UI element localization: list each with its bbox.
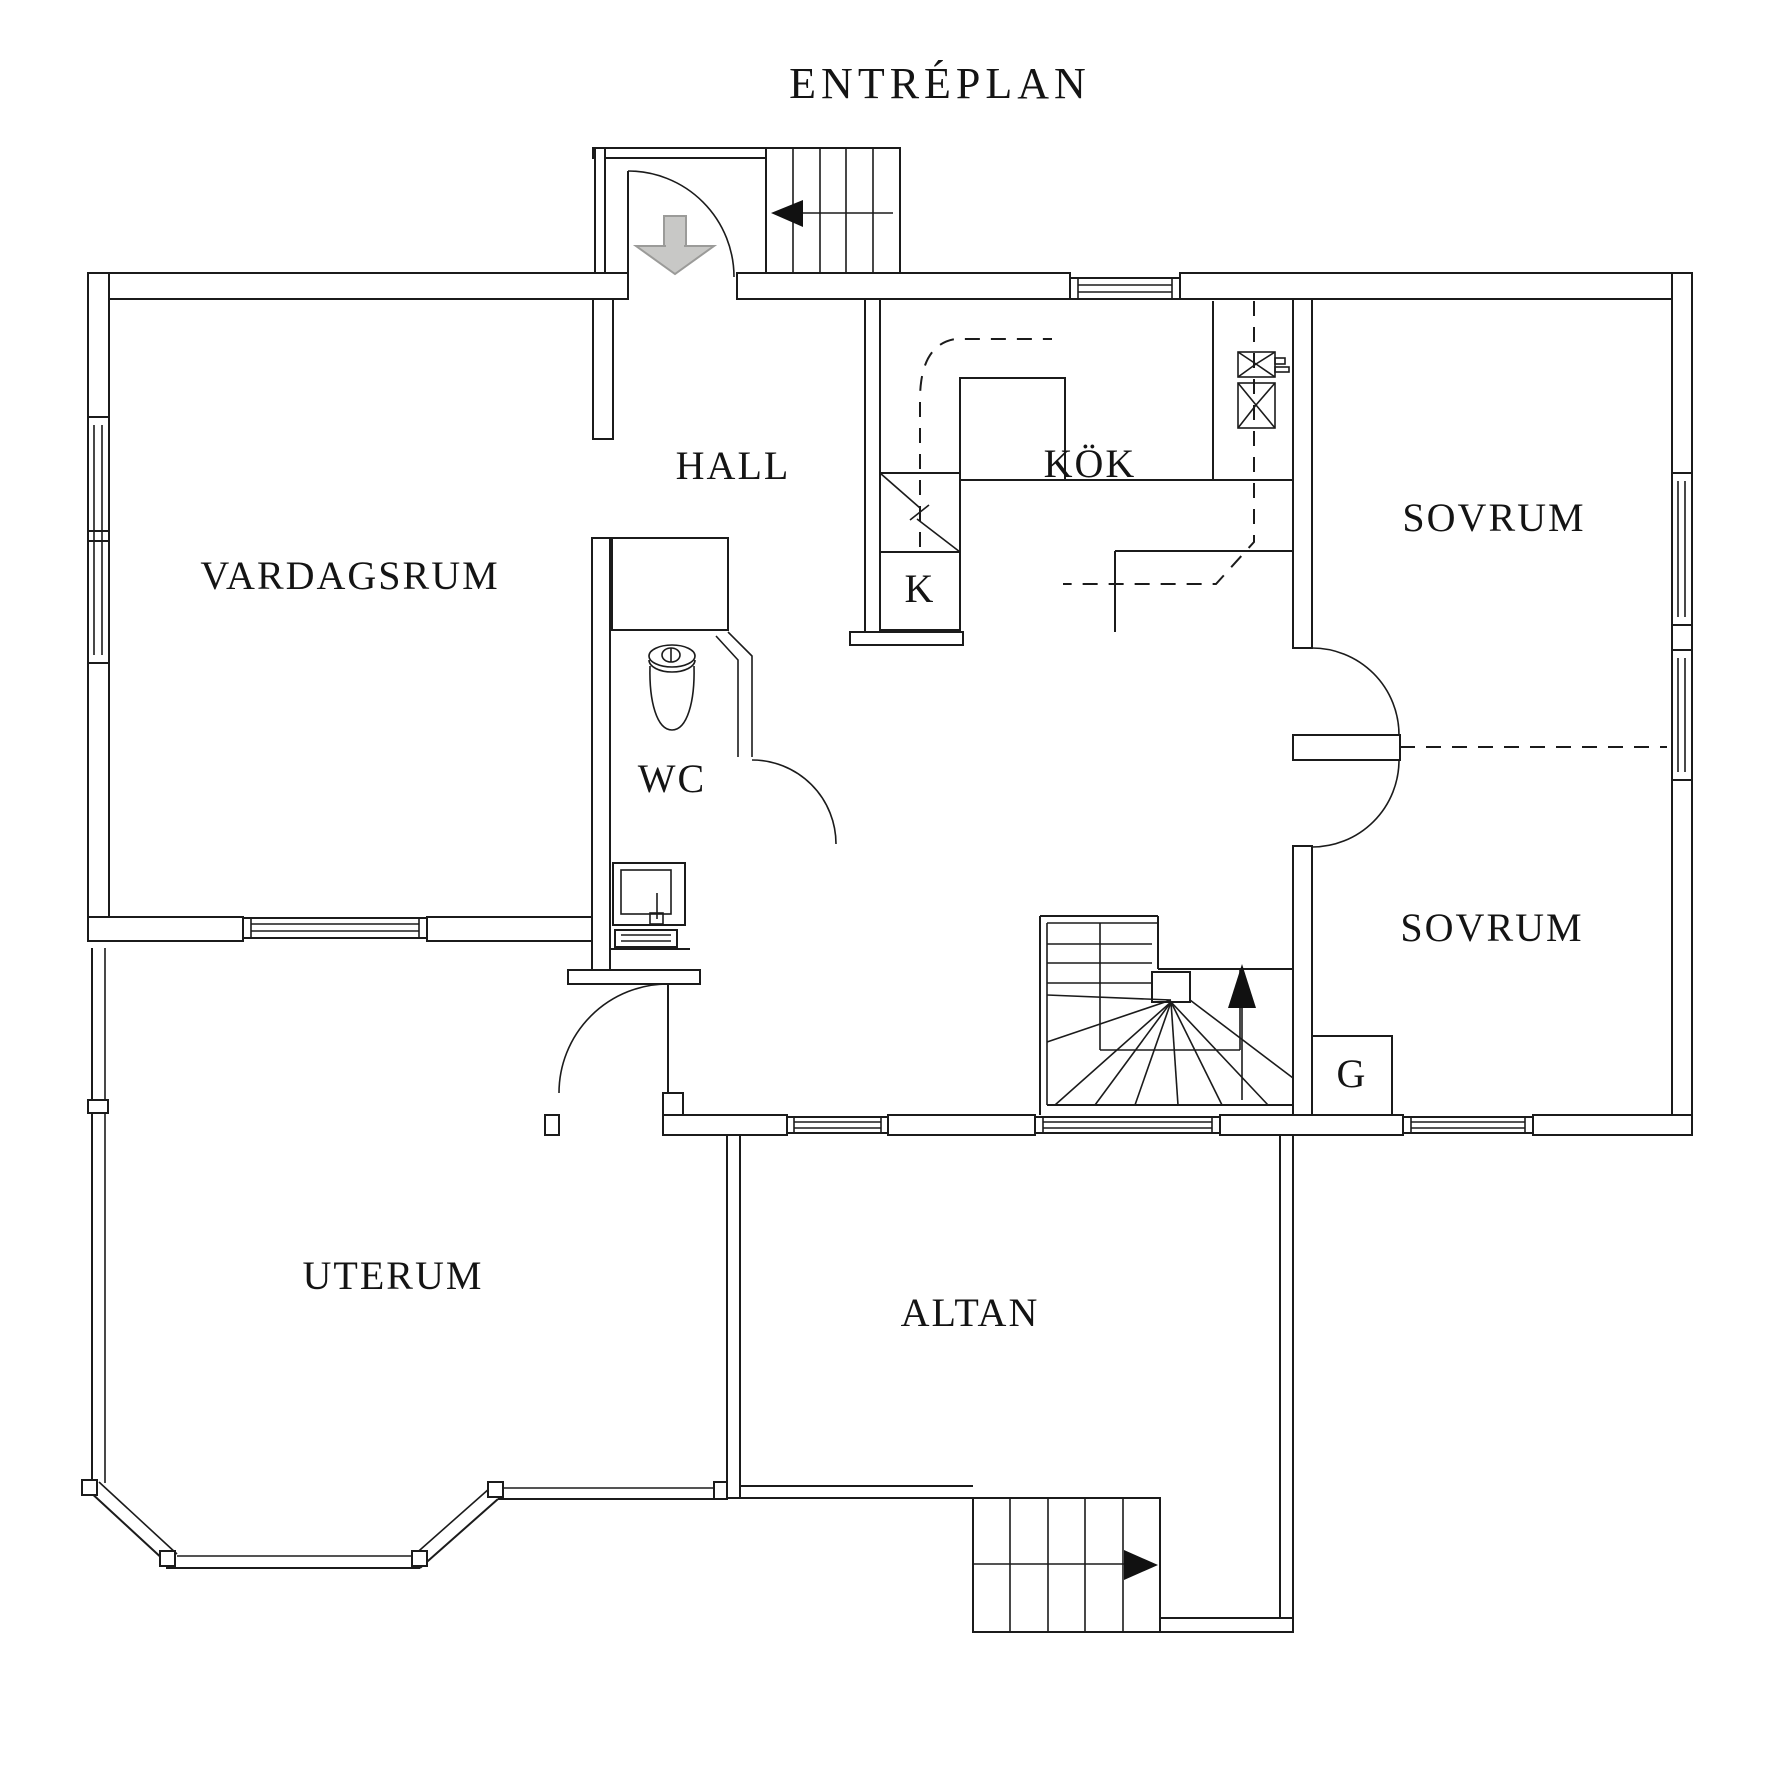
wall-wc-south — [567, 969, 701, 985]
terrace-stairs-arrow-icon — [1124, 1550, 1158, 1580]
entry-stairs-arrow-icon — [771, 200, 803, 227]
interior-walls — [567, 298, 1667, 1116]
wall-top-right — [1179, 272, 1693, 300]
wall-hall-bedroom-lower — [1292, 845, 1313, 1116]
bathroom — [610, 537, 753, 950]
terrace-east-wall — [1279, 1134, 1294, 1633]
wall-hall-living — [592, 298, 614, 440]
cabinets-dashed-right — [1063, 301, 1255, 585]
glazing-post — [713, 1481, 728, 1500]
door-bedroom2 — [1311, 759, 1400, 848]
toilet — [648, 644, 696, 731]
window-bottom-2 — [1034, 1116, 1221, 1134]
wardrobe-closet — [1312, 1035, 1393, 1115]
room-label-terrace: ALTAN — [901, 1290, 1040, 1335]
wc-wall-angled-inner — [715, 635, 739, 757]
faucet-icon — [1274, 357, 1286, 365]
wall-bottom-2 — [887, 1114, 1036, 1136]
wall-top-left — [87, 272, 629, 300]
closet-label-fridge: K — [905, 566, 936, 611]
wall-top-middle — [736, 272, 1071, 300]
glazing-post — [159, 1550, 176, 1567]
fridge-box — [879, 551, 961, 631]
wall-kitchen-bedroom-upper — [1292, 298, 1313, 649]
room-label-living: VARDAGSRUM — [200, 553, 499, 598]
winder-treads — [1046, 994, 1294, 1106]
windows — [87, 277, 1693, 1134]
wc-closet — [611, 537, 729, 631]
porch-top-wall — [592, 147, 767, 159]
glazing-post — [81, 1479, 98, 1496]
door-conservatory — [558, 983, 684, 1116]
door-wc — [751, 759, 837, 845]
labels: ENTRÉPLAN VARDAGSRUM HALL KÖK SOVRUM SOV… — [200, 59, 1585, 1335]
wall-wc-west — [591, 537, 611, 985]
room-label-bedroom1: SOVRUM — [1402, 495, 1585, 540]
window-kitchen-top — [1069, 277, 1181, 300]
wall-bottom-3 — [1219, 1114, 1404, 1136]
wall-bottom-4 — [1532, 1114, 1693, 1136]
wall-left-lower — [87, 662, 110, 942]
terrace-south-wall — [1159, 1617, 1294, 1633]
door-bedroom1 — [1311, 647, 1400, 736]
wall-bottom-end — [544, 1114, 560, 1136]
plan-title: ENTRÉPLAN — [789, 59, 1091, 108]
window-bottom-1 — [786, 1116, 889, 1134]
entrance-door — [627, 170, 735, 278]
room-label-hall: HALL — [676, 443, 791, 488]
doors — [558, 647, 1400, 1116]
window-bottom-3 — [1402, 1116, 1534, 1134]
porch-left-wall — [594, 147, 606, 281]
glazing-post — [411, 1550, 428, 1567]
stairs-up-arrow-icon — [1228, 964, 1256, 1100]
wall-bedroom-divider-stub — [1292, 734, 1401, 761]
conservatory-east-wall — [726, 1134, 741, 1499]
wall-living-bottom-1 — [87, 916, 244, 942]
cabinets-dashed-left — [919, 338, 1052, 547]
main-staircase — [1039, 915, 1294, 1115]
room-label-bedroom2: SOVRUM — [1400, 905, 1583, 950]
room-label-kitchen: KÖK — [1044, 441, 1137, 486]
wall-right-mid — [1671, 624, 1693, 651]
closet-label-wardrobe: G — [1337, 1051, 1368, 1096]
kitchen-fixtures — [879, 301, 1293, 632]
wall-left-upper — [87, 272, 110, 418]
exterior-walls — [87, 272, 1693, 1136]
wall-right-lower — [1671, 779, 1693, 1136]
conservatory-glazing — [81, 948, 741, 1569]
wc-wall-angled-outer — [727, 631, 753, 757]
room-label-conservatory: UTERUM — [303, 1253, 484, 1298]
wall-hall-kitchen — [864, 298, 881, 633]
terrace-structure — [740, 1134, 1294, 1633]
glazing-post — [487, 1481, 504, 1498]
wall-bottom-1 — [662, 1114, 788, 1136]
window-living-bottom — [242, 917, 428, 939]
window-bedroom1-right — [1671, 472, 1693, 781]
wall-right-upper — [1671, 272, 1693, 474]
wall-living-bottom-2 — [426, 916, 611, 942]
entrance-arrow-icon — [632, 215, 718, 276]
bathroom-sink — [612, 862, 686, 926]
window-wc — [614, 929, 678, 948]
kitchen-counter-island — [959, 377, 1066, 481]
wall-kitchen-base — [849, 631, 964, 646]
room-label-wc: WC — [638, 756, 706, 801]
entry-porch — [592, 147, 901, 281]
terrace-stairs — [972, 1497, 1161, 1633]
window-living-left — [87, 416, 110, 664]
